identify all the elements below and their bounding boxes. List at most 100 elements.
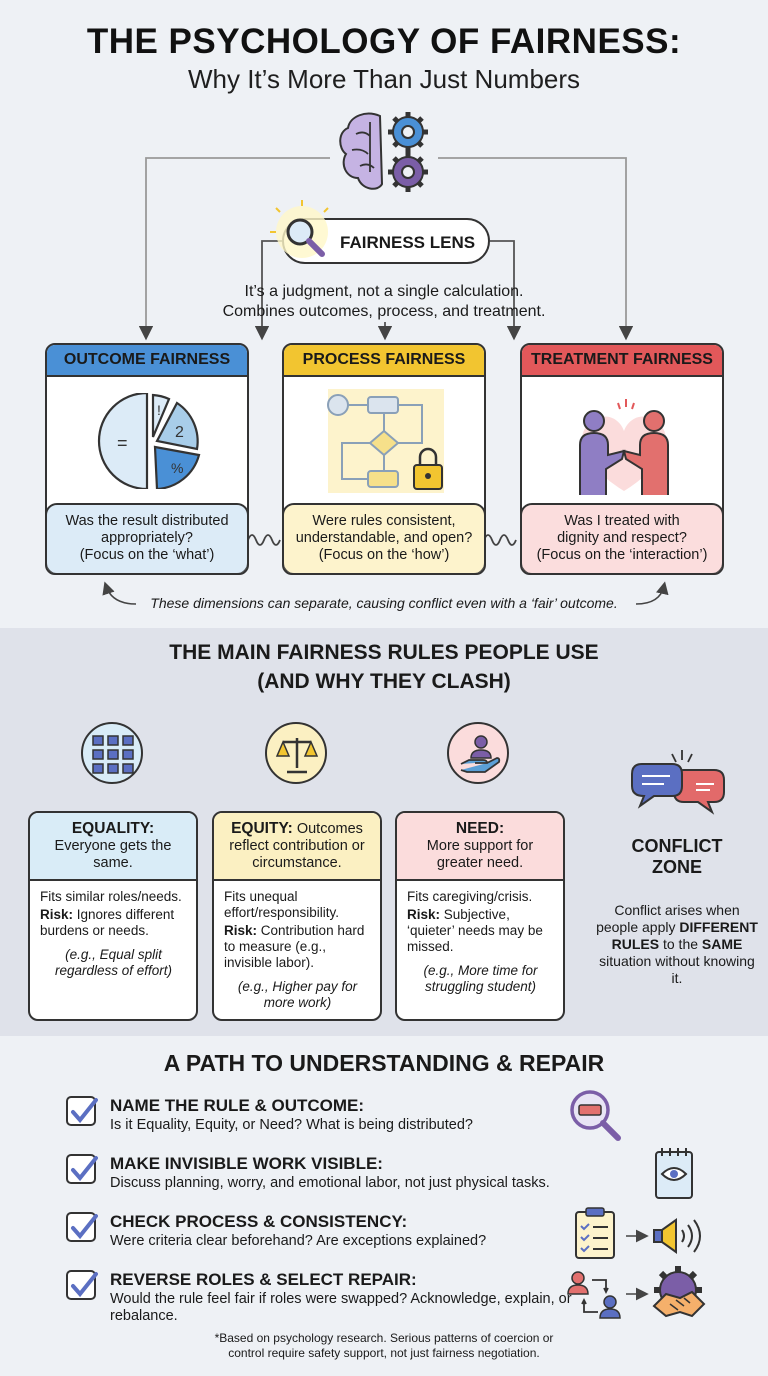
rules-section-title: THE MAIN FAIRNESS RULES PEOPLE USE (AND … xyxy=(0,638,768,696)
handshake-people-icon xyxy=(579,399,669,495)
conflict-emphasis: DIFFERENT RULES xyxy=(611,919,758,952)
card-title: TREATMENT FAIRNESS xyxy=(522,345,722,377)
step-description: Were criteria clear beforehand? Are exce… xyxy=(110,1233,487,1249)
footnote: *Based on psychology research. Serious p… xyxy=(0,1331,768,1361)
treatment-fairness-card: TREATMENT FAIRNESS Was I treated with di… xyxy=(520,343,724,575)
equality-card: EQUALITY: Everyone gets the same. Fits s… xyxy=(28,811,198,1021)
rule-name: EQUALITY: xyxy=(71,820,155,837)
rule-fits: Fits caregiving/crisis. xyxy=(407,889,533,904)
q-focus: (Focus on the ‘interaction’) xyxy=(536,547,708,563)
step-title: MAKE INVISIBLE WORK VISIBLE: xyxy=(110,1154,383,1173)
process-question: Were rules consistent, understandable, a… xyxy=(284,503,484,573)
speaker-icon xyxy=(653,1218,701,1254)
rule-example: (e.g., Equal split regardless of effort) xyxy=(54,947,173,978)
pie-label-bang: ! xyxy=(157,402,161,418)
footnote-line-1: *Based on psychology research. Serious p… xyxy=(214,1331,554,1345)
rule-example: (e.g., More time for struggling student) xyxy=(423,963,538,994)
step-title: REVERSE ROLES & SELECT REPAIR: xyxy=(110,1270,417,1289)
separation-note: These dimensions can separate, causing c… xyxy=(150,595,618,611)
checkbox-icon xyxy=(66,1212,98,1242)
fairness-lens-label: FAIRNESS LENS xyxy=(340,233,476,252)
q-line: Were rules consistent, xyxy=(312,513,456,529)
step-title: NAME THE RULE & OUTCOME: xyxy=(110,1096,365,1115)
scales-icon xyxy=(275,738,319,774)
pie-label-two: 2 xyxy=(175,424,184,441)
notepad-eye-icon xyxy=(655,1148,693,1199)
rule-fits: Fits unequal effort/responsibility. xyxy=(224,889,340,920)
outcome-question: Was the result distributed appropriately… xyxy=(47,503,247,573)
risk-label: Risk: xyxy=(40,907,74,922)
pie-label-equal: = xyxy=(117,433,128,453)
q-line: understandable, and open? xyxy=(295,530,473,546)
grid-blocks-icon xyxy=(92,735,134,774)
q-focus: (Focus on the ‘how’) xyxy=(318,547,450,563)
page-title: THE PSYCHOLOGY OF FAIRNESS: xyxy=(86,22,682,61)
lens-desc-line-2: Combines outcomes, process, and treatmen… xyxy=(222,303,546,320)
flowchart-lock-icon xyxy=(327,389,444,493)
step-description: Is it Equality, Equity, or Need? What is… xyxy=(110,1117,473,1133)
checkbox-icon xyxy=(66,1270,98,1300)
rule-summary: Everyone gets the same. xyxy=(54,838,172,871)
outcome-fairness-card: OUTCOME FAIRNESS = ! 2 % Was the result … xyxy=(45,343,249,575)
gear-handshake-icon xyxy=(652,1266,706,1318)
step-title: CHECK PROCESS & CONSISTENCY: xyxy=(110,1212,408,1231)
treatment-question: Was I treated with dignity and respect? … xyxy=(522,503,722,573)
q-line: appropriately? xyxy=(101,530,193,546)
footnote-line-2: control require safety support, not just… xyxy=(228,1346,540,1360)
magnifier-icon xyxy=(270,200,329,258)
equality-header: EQUALITY: Everyone gets the same. xyxy=(30,813,196,881)
pie-chart-icon: = ! 2 % xyxy=(97,393,201,489)
q-line: Was I treated with xyxy=(564,513,680,529)
clipboard-checklist-icon xyxy=(575,1207,615,1259)
conflict-title-line-1: CONFLICT xyxy=(631,836,723,856)
q-line: dignity and respect? xyxy=(557,530,687,546)
rule-summary: Outcomes reflect contribution or circums… xyxy=(229,821,365,871)
step-description: Discuss planning, worry, and emotional l… xyxy=(110,1175,550,1191)
checkbox-icon xyxy=(66,1154,98,1184)
risk-label: Risk: xyxy=(407,907,441,922)
risk-label: Risk: xyxy=(224,923,258,938)
equality-circle xyxy=(81,722,143,784)
speech-bubbles-icon xyxy=(631,750,725,815)
rule-risk: Contribution hard to measure (e.g., invi… xyxy=(224,923,365,970)
conflict-text: Conflict arises when people apply xyxy=(596,902,740,935)
checkbox-icon xyxy=(66,1096,98,1126)
need-body: Fits caregiving/crisis. Risk: Subjective… xyxy=(397,881,563,995)
need-circle xyxy=(447,722,509,784)
equity-header: EQUITY: Outcomes reflect contribution or… xyxy=(214,813,380,881)
conflict-text: situation without knowing it. xyxy=(599,953,755,986)
conflict-text: to the xyxy=(662,936,699,952)
swap-roles-icon xyxy=(567,1271,621,1319)
page-subtitle: Why It’s More Than Just Numbers xyxy=(187,64,581,94)
magnifier-icon xyxy=(570,1090,621,1141)
conflict-emphasis: SAME xyxy=(701,936,743,952)
equality-body: Fits similar roles/needs. Risk: Ignores … xyxy=(30,881,196,979)
lens-desc-line-1: It’s a judgment, not a single calculatio… xyxy=(244,283,524,300)
conflict-zone-title: CONFLICT ZONE xyxy=(612,836,742,878)
rule-example: (e.g., Higher pay for more work) xyxy=(237,979,358,1010)
rule-summary: More support for greater need. xyxy=(426,838,534,871)
hand-support-icon xyxy=(460,735,501,773)
card-title: OUTCOME FAIRNESS xyxy=(47,345,247,377)
conflict-title-line-2: ZONE xyxy=(651,857,702,877)
rule-risk: Ignores different burdens or needs. xyxy=(40,907,175,938)
rules-title-line-1: THE MAIN FAIRNESS RULES PEOPLE USE xyxy=(169,641,599,664)
repair-section-title: A PATH TO UNDERSTANDING & REPAIR xyxy=(163,1050,605,1076)
equity-circle xyxy=(265,722,327,784)
fairness-lens-description: It’s a judgment, not a single calculatio… xyxy=(0,282,768,322)
need-card: NEED: More support for greater need. Fit… xyxy=(395,811,565,1021)
rule-name: EQUITY: xyxy=(231,820,293,837)
conflict-description: Conflict arises when people apply DIFFER… xyxy=(596,902,758,987)
equity-card: EQUITY: Outcomes reflect contribution or… xyxy=(212,811,382,1021)
process-fairness-card: PROCESS FAIRNESS Were rules consistent, … xyxy=(282,343,486,575)
rule-risk: Subjective, ‘quieter’ needs may be misse… xyxy=(407,907,543,954)
q-line: Was the result distributed xyxy=(65,513,229,529)
rules-title-line-2: (AND WHY THEY CLASH) xyxy=(257,670,511,693)
step-description: Would the rule feel fair if roles were s… xyxy=(110,1291,572,1324)
card-title: PROCESS FAIRNESS xyxy=(284,345,484,377)
need-header: NEED: More support for greater need. xyxy=(397,813,563,881)
brain-gears-icon xyxy=(339,112,428,192)
fairness-lens-pill: FAIRNESS LENS xyxy=(270,200,490,264)
pie-label-percent: % xyxy=(171,460,183,476)
rule-fits: Fits similar roles/needs. xyxy=(40,889,182,904)
